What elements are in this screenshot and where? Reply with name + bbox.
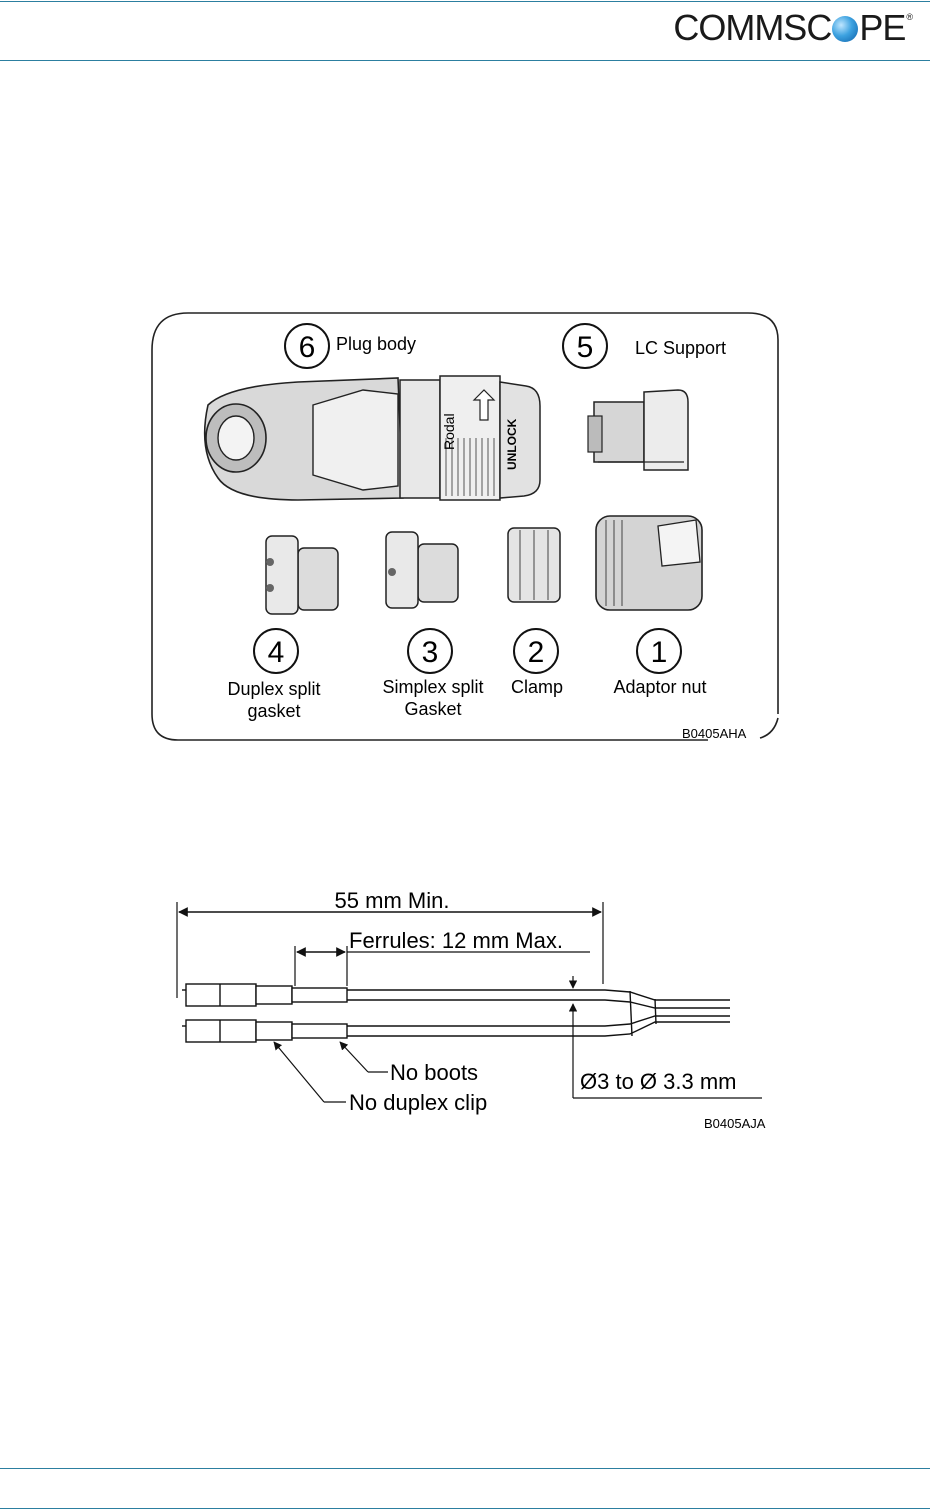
figure-fibre-preparation: 55 mm Min. Ferrules: 12 mm Max. Ø3 to Ø … [160, 880, 780, 1136]
diameter-label: Ø3 to Ø 3.3 mm [580, 1069, 737, 1094]
callout-5-number: 5 [577, 331, 594, 364]
figure-code: B0405AJA [704, 1116, 766, 1131]
header-rule [0, 60, 930, 61]
logo-text-left: COMMSC [673, 7, 831, 49]
simplex-gasket-drawing [386, 532, 458, 608]
registered-mark: ® [906, 12, 912, 22]
callout-1-number: 1 [651, 636, 668, 669]
label-simplex-line2: Gasket [404, 699, 461, 719]
callout-4-number: 4 [268, 636, 285, 669]
callout-6-number: 6 [299, 331, 316, 364]
footer-rule [0, 1468, 930, 1469]
plug-body-drawing: Rodal UNLOCK [205, 376, 540, 500]
label-duplex-line1: Duplex split [227, 679, 320, 699]
globe-icon [832, 16, 858, 42]
dimension-ferrules-label: Ferrules: 12 mm Max. [349, 928, 563, 953]
lc-support-drawing [588, 390, 688, 470]
dimension-total-label: 55 mm Min. [335, 888, 450, 913]
callout-no-duplex-clip: No duplex clip [349, 1090, 487, 1115]
label-plug-body: Plug body [336, 334, 416, 354]
logo-text-right: PE [859, 7, 905, 49]
adaptor-nut-drawing [596, 516, 702, 610]
footer-rule-bottom [0, 1508, 930, 1509]
callout-3-number: 3 [422, 636, 439, 669]
figure-connector-parts: 6 Plug body 5 LC Support Rodal UNLOCK [148, 310, 780, 746]
label-duplex-line2: gasket [247, 701, 300, 721]
callout-2-number: 2 [528, 636, 545, 669]
duplex-gasket-drawing [266, 536, 338, 614]
label-clamp: Clamp [511, 677, 563, 697]
callout-no-boots: No boots [390, 1060, 478, 1085]
figure-code: B0405AHA [682, 726, 747, 741]
body-brand-mark: Rodal [441, 413, 457, 450]
label-adaptor-nut: Adaptor nut [613, 677, 706, 697]
header-rule-top [0, 1, 930, 2]
commscope-logo: COMMSC PE® [673, 6, 912, 50]
clamp-drawing [508, 528, 560, 602]
lc-connectors-drawing [182, 984, 730, 1042]
body-unlock-mark: UNLOCK [505, 418, 519, 470]
label-lc-support: LC Support [635, 338, 726, 358]
label-simplex-line1: Simplex split [382, 677, 483, 697]
